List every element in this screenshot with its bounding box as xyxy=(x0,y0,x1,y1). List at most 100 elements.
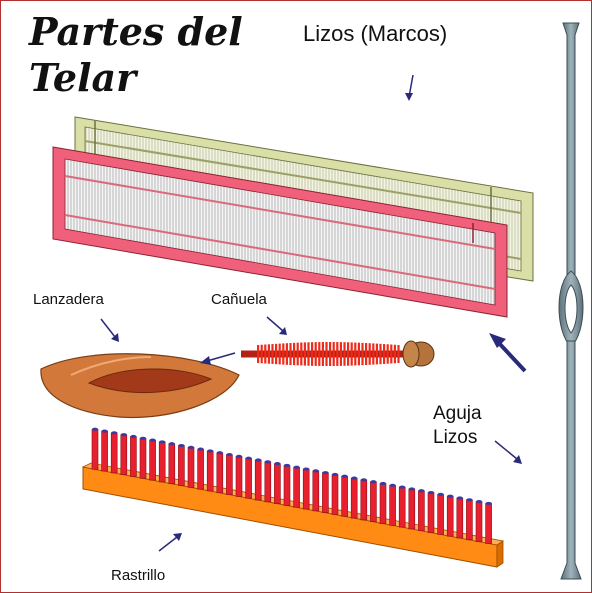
arrow-lanzadera xyxy=(100,318,116,338)
comb-tooth xyxy=(168,442,176,485)
comb-tooth xyxy=(293,465,300,508)
bobbin-ridge xyxy=(350,342,353,366)
arrow-heddle-frame-head xyxy=(489,333,506,348)
comb-tooth xyxy=(408,487,416,530)
bobbin-ridge xyxy=(347,342,350,366)
bobbin-ridge xyxy=(357,342,360,366)
bobbin-ridge xyxy=(264,344,267,364)
bobbin-ridge xyxy=(293,342,296,366)
comb-tooth xyxy=(149,438,156,481)
comb-tooth xyxy=(456,496,464,539)
bobbin-ridge xyxy=(289,343,292,365)
comb-tooth xyxy=(389,483,396,526)
bobbin-ridges xyxy=(257,342,400,366)
comb-tooth xyxy=(331,472,339,515)
bobbin-ridge xyxy=(343,342,346,366)
bobbin-ridge xyxy=(361,342,364,366)
comb-tooth xyxy=(245,456,252,499)
label-canuela: Cañuela xyxy=(211,291,267,308)
bobbin-ridge xyxy=(278,343,281,365)
comb-tooth xyxy=(274,462,281,504)
bobbin-ridge xyxy=(329,342,332,366)
comb-tooth xyxy=(216,451,224,494)
bobbin-ridge xyxy=(307,342,310,366)
bobbin-ridge xyxy=(260,344,263,364)
comb-tooth xyxy=(418,489,425,532)
shuttle xyxy=(40,353,240,419)
comb-tooth xyxy=(130,434,137,477)
comb-tooth xyxy=(312,469,320,512)
arrow-rastrillo xyxy=(158,536,178,552)
bobbin-ridge xyxy=(314,342,317,366)
arrow-canuela xyxy=(266,316,284,332)
comb-tooth xyxy=(446,494,454,537)
bobbin-ridge xyxy=(393,344,396,364)
bobbin-ridge xyxy=(275,343,278,365)
bobbin-ridge xyxy=(267,344,270,364)
title-line-1: Partes del xyxy=(29,9,243,54)
arrow-bobbin-to-shuttle-head xyxy=(200,356,211,365)
comb-tooth xyxy=(187,445,195,488)
arrow-canuela-head xyxy=(279,327,287,335)
comb-tooth xyxy=(178,443,185,486)
comb-tooth xyxy=(485,501,492,544)
comb-tooth xyxy=(427,490,435,533)
bobbin-ridge xyxy=(339,342,342,366)
label-lizos-marcos: Lizos (Marcos) xyxy=(303,21,448,46)
comb-tooth xyxy=(206,449,214,492)
comb xyxy=(81,427,505,568)
bobbin-ridge xyxy=(379,343,382,365)
bobbin-ridge xyxy=(257,345,260,363)
comb-tooth xyxy=(226,452,233,495)
bobbin-ridge xyxy=(332,342,335,366)
comb-tooth xyxy=(264,460,272,503)
comb-tooth xyxy=(158,440,166,483)
heddle-frame-front xyxy=(52,146,508,318)
comb-teeth xyxy=(91,427,492,544)
comb-tooth xyxy=(235,454,243,497)
comb-tooth xyxy=(475,500,483,542)
label-aguja: Aguja xyxy=(433,403,482,424)
label-rastrillo: Rastrillo xyxy=(111,567,166,584)
comb-tooth xyxy=(322,471,329,513)
bobbin-ridge xyxy=(390,344,393,364)
arrow-lanzadera-head xyxy=(111,333,119,342)
arrow-lizos-head xyxy=(405,93,413,101)
arrow-heddle-frame xyxy=(495,339,527,373)
arrow-aguja xyxy=(494,440,518,460)
bobbin-ridge xyxy=(336,342,339,366)
bobbin-ridge xyxy=(397,345,400,363)
comb-tooth xyxy=(197,447,204,490)
bobbin-ridge xyxy=(285,343,288,365)
bobbin-ridge xyxy=(383,344,386,364)
comb-tooth xyxy=(101,429,108,472)
comb-tooth xyxy=(379,481,387,524)
comb-tooth xyxy=(466,498,473,541)
bobbin-ridge xyxy=(386,344,389,364)
comb-tooth xyxy=(110,431,118,474)
bobbin-ridge xyxy=(372,343,375,365)
comb-tooth xyxy=(254,458,262,501)
bobbin-ridge xyxy=(282,343,285,365)
arrow-aguja-head xyxy=(513,455,522,464)
bobbin-ridge xyxy=(375,343,378,365)
comb-tooth xyxy=(283,463,291,506)
bobbin-ridge xyxy=(354,342,357,366)
bobbin-ridge xyxy=(368,343,371,365)
comb-tooth xyxy=(350,476,358,519)
bobbin-ridge xyxy=(318,342,321,366)
comb-tooth xyxy=(120,433,128,475)
comb-tooth xyxy=(437,492,444,535)
bobbin-ridge xyxy=(271,344,274,364)
arrow-rastrillo-head xyxy=(173,533,182,541)
bobbin-ridge xyxy=(296,342,299,366)
bobbin-ridge xyxy=(325,342,328,366)
comb-tooth xyxy=(341,474,348,517)
comb-tooth xyxy=(91,427,99,470)
comb-tooth xyxy=(370,480,377,523)
bobbin xyxy=(241,340,435,368)
arrow-bobbin-to-shuttle xyxy=(206,352,236,362)
comb-tooth xyxy=(360,478,368,521)
